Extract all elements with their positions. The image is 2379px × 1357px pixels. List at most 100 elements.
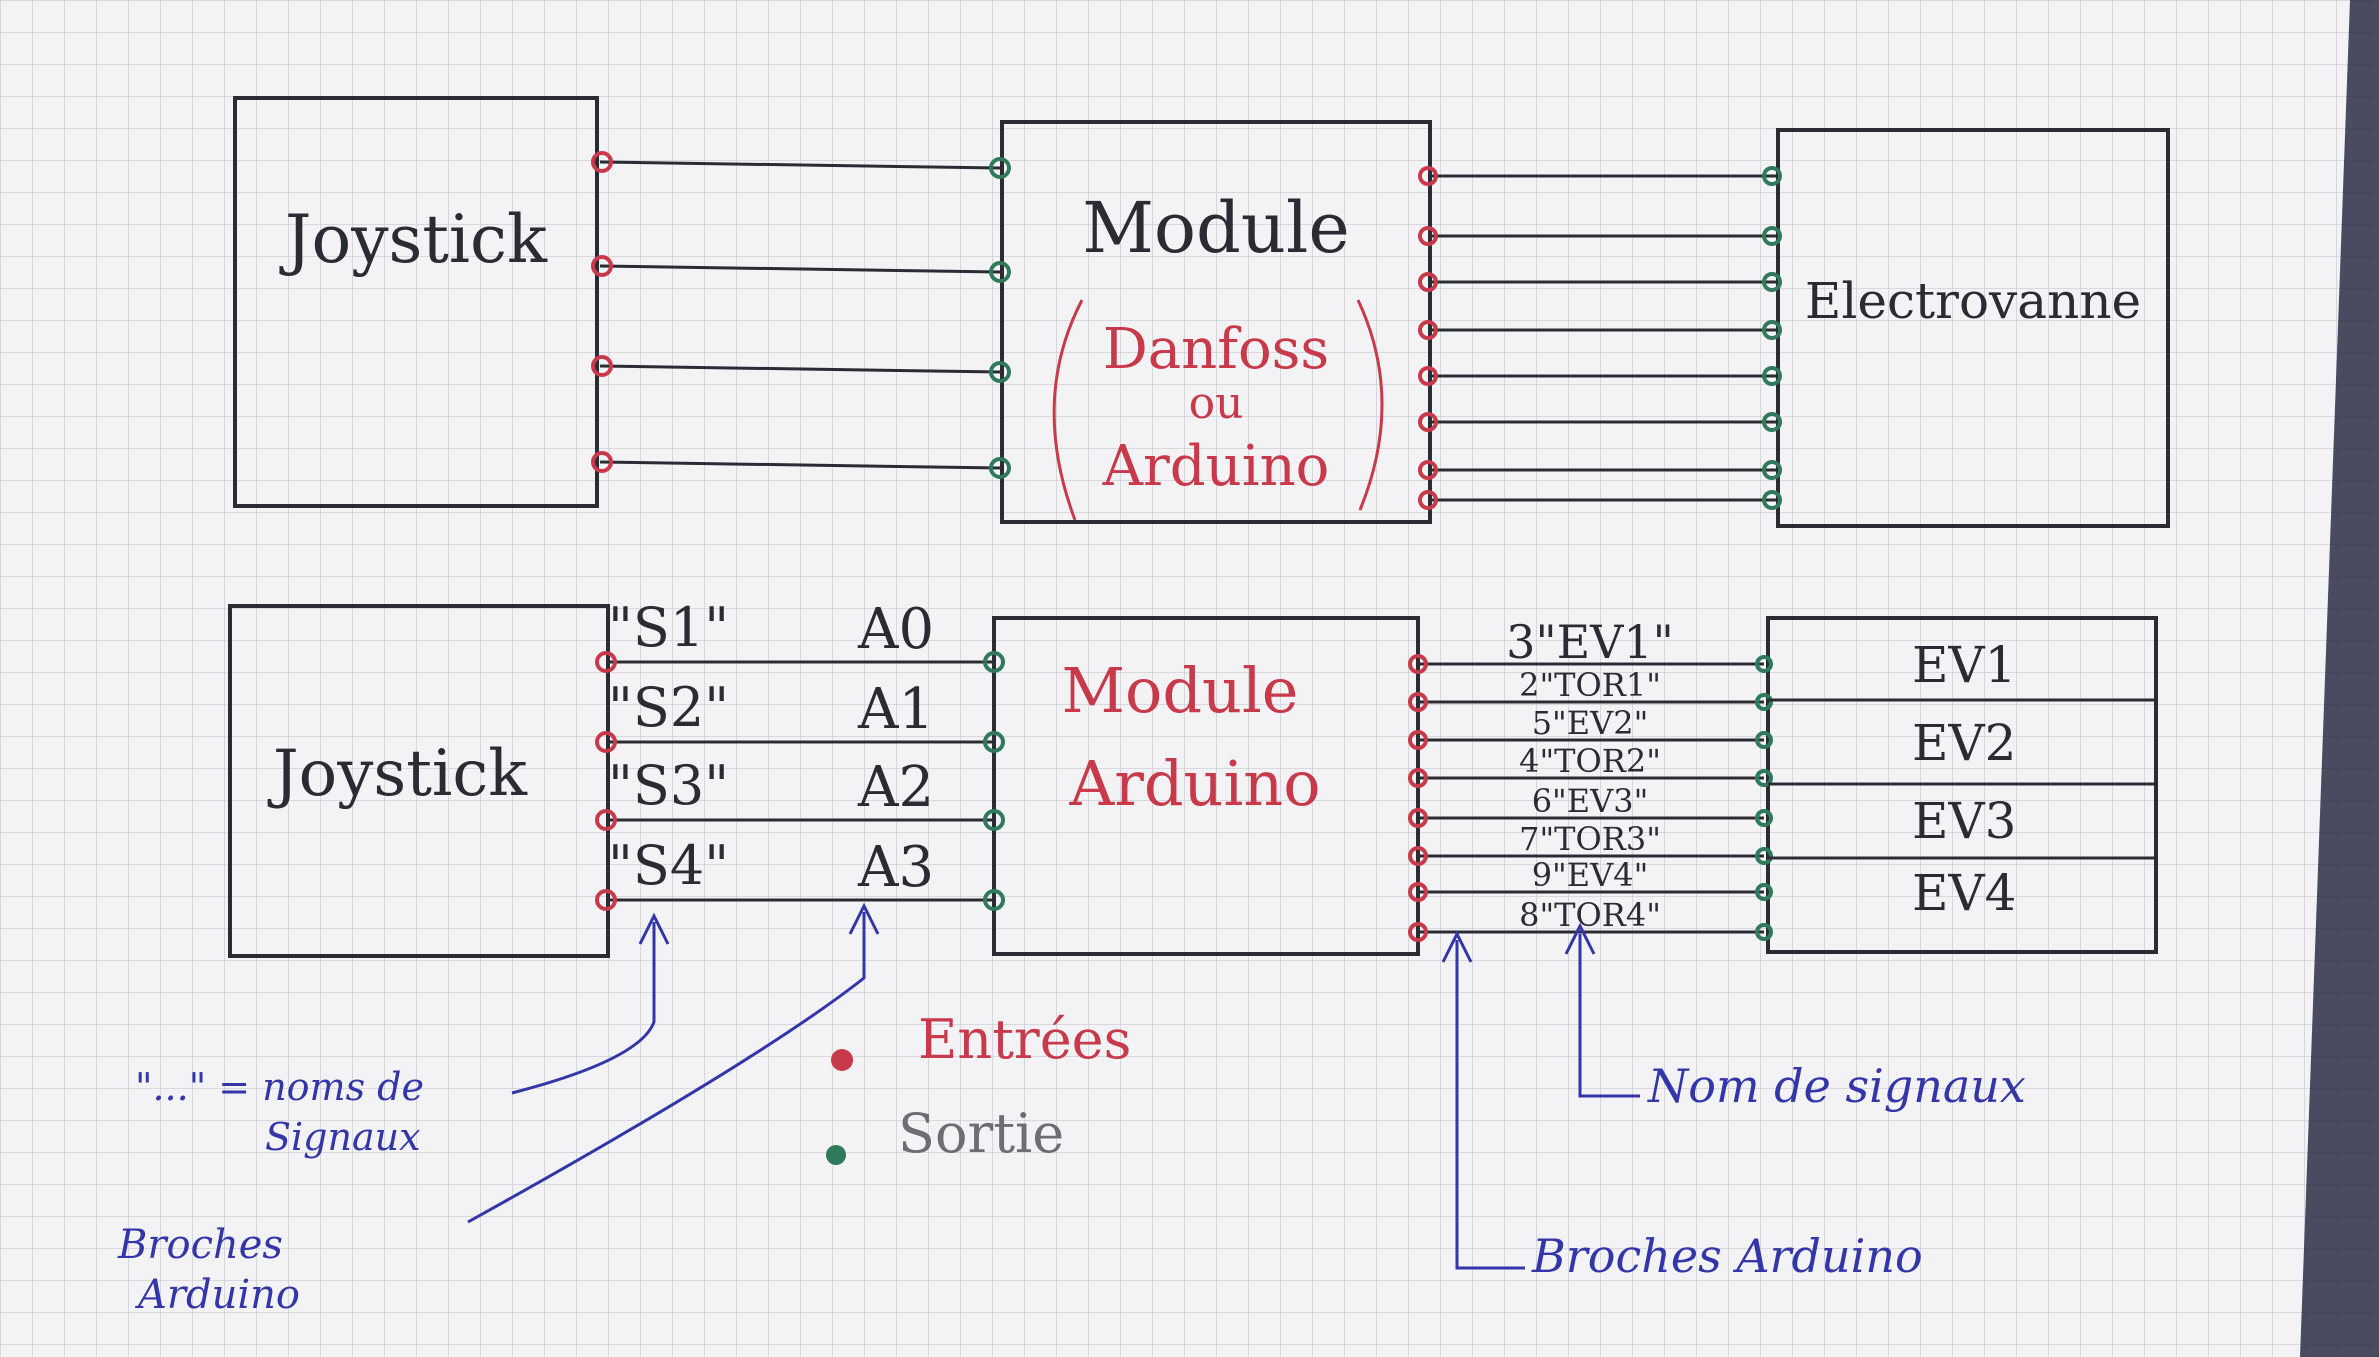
output-signal-label: 6"EV3"	[1532, 782, 1649, 820]
output-dot	[1755, 809, 1773, 827]
output-dot	[989, 361, 1011, 383]
signal-names-arrow	[511, 922, 656, 1095]
top-diagram: Joystick Module Danfoss ou Arduino Elect…	[233, 96, 2170, 528]
valve-label: EV2	[1912, 714, 2016, 772]
input-signal-name: "S4"	[608, 834, 729, 897]
output-dot	[1755, 731, 1773, 749]
valve-label: EV1	[1912, 636, 2016, 694]
output-dot	[1762, 460, 1782, 480]
input-dot	[1418, 460, 1438, 480]
bottom-output-wires: 3"EV1"2"TOR1"5"EV2"4"TOR2"6"EV3"7"TOR3"9…	[1408, 615, 1773, 942]
output-dot	[1755, 883, 1773, 901]
pins-arrowhead	[848, 902, 880, 935]
valve-label: EV3	[1912, 792, 2016, 850]
signal-names-arrowhead	[638, 912, 670, 945]
bottom-joystick-label: Joystick	[267, 737, 528, 811]
input-dot	[1418, 366, 1438, 386]
signal-names-right-arrowhead	[1564, 922, 1596, 955]
input-dot	[1418, 272, 1438, 292]
output-dot	[1762, 412, 1782, 432]
input-dot	[595, 889, 617, 911]
output-dot	[989, 157, 1011, 179]
output-dot	[983, 731, 1005, 753]
output-dot	[1762, 366, 1782, 386]
input-dot	[591, 151, 613, 173]
output-signal-label: 5"EV2"	[1532, 704, 1649, 742]
output-dot	[983, 889, 1005, 911]
output-dot	[1755, 847, 1773, 865]
input-dot	[1408, 692, 1428, 712]
input-pin-label: A2	[857, 755, 934, 820]
input-dot	[1408, 922, 1428, 942]
output-dot	[983, 809, 1005, 831]
pins-right-label: Broches Arduino	[1531, 1229, 1923, 1283]
top-module-option-2: ou	[1189, 378, 1244, 429]
inputs-label: Entrées	[918, 1008, 1131, 1071]
output-signal-label: 7"TOR3"	[1519, 820, 1661, 858]
output-dot-legend	[826, 1145, 846, 1165]
input-dot	[1418, 412, 1438, 432]
bottom-module-label-1: Module	[1062, 654, 1299, 727]
output-dot	[1762, 226, 1782, 246]
signal-names-right-bracket	[1578, 934, 1640, 1098]
top-module-label: Module	[1082, 187, 1350, 269]
output-dot	[1755, 655, 1773, 673]
signal-names-note-line-1: "..." = noms de	[135, 1065, 424, 1109]
input-dot-legend	[831, 1049, 853, 1071]
top-joystick-wires	[591, 151, 1011, 479]
output-signal-label: 9"EV4"	[1532, 856, 1649, 894]
input-pin-label: A1	[857, 677, 934, 742]
input-dot	[1408, 654, 1428, 674]
input-signal-name: "S1"	[608, 596, 729, 659]
output-dot	[989, 261, 1011, 283]
top-electrovanne-label: Electrovanne	[1805, 272, 2141, 330]
bottom-module-label-2: Arduino	[1068, 747, 1320, 820]
right-parenthesis	[1356, 299, 1384, 511]
signal-names-note-line-2: Signaux	[265, 1115, 421, 1159]
top-joystick-wire	[599, 460, 1001, 470]
input-dot	[591, 255, 613, 277]
input-dot	[1408, 846, 1428, 866]
bottom-input-wires: "S1"A0"S2"A1"S3"A2"S4"A3	[595, 596, 1005, 911]
output-dot	[989, 457, 1011, 479]
pins-right-bracket	[1455, 940, 1525, 1270]
input-dot	[591, 451, 613, 473]
pins-arrow	[467, 912, 866, 1224]
top-joystick-label: Joystick	[279, 201, 548, 278]
input-pin-label: A0	[857, 597, 934, 662]
input-dot	[595, 731, 617, 753]
annotations: "..." = noms de Signaux Broches Arduino …	[117, 902, 2026, 1318]
output-dot	[1755, 769, 1773, 787]
input-dot	[595, 809, 617, 831]
input-dot	[591, 355, 613, 377]
output-label: Sortie	[898, 1102, 1064, 1165]
output-dot	[1755, 693, 1773, 711]
pins-note-line-1: Broches	[117, 1222, 283, 1268]
output-signal-label: 4"TOR2"	[1519, 742, 1661, 780]
top-joystick-box	[233, 96, 599, 508]
pins-right-arrowhead	[1441, 930, 1473, 963]
output-dot	[1762, 272, 1782, 292]
input-signal-name: "S2"	[608, 676, 729, 739]
input-dot	[1418, 490, 1438, 510]
output-dot	[1755, 923, 1773, 941]
input-dot	[1408, 808, 1428, 828]
output-signal-label: 2"TOR1"	[1519, 666, 1661, 704]
input-dot	[1418, 226, 1438, 246]
bottom-diagram: Joystick Module Arduino "S1"A0"S2"A1"S3"…	[228, 596, 2158, 958]
input-dot	[1408, 882, 1428, 902]
top-joystick-wire	[599, 264, 1001, 274]
top-joystick-wire	[599, 364, 1001, 374]
top-module-option-3: Arduino	[1102, 434, 1330, 499]
page-edge-shadow	[2300, 0, 2379, 1357]
pins-note-line-2: Arduino	[134, 1272, 300, 1318]
signal-names-right-label: Nom de signaux	[1647, 1059, 2026, 1113]
bottom-joystick-box	[228, 604, 610, 958]
left-parenthesis	[1052, 299, 1084, 521]
input-dot	[1408, 768, 1428, 788]
input-pin-label: A3	[857, 835, 934, 900]
output-signal-label: 8"TOR4"	[1519, 896, 1661, 934]
output-dot	[1762, 490, 1782, 510]
